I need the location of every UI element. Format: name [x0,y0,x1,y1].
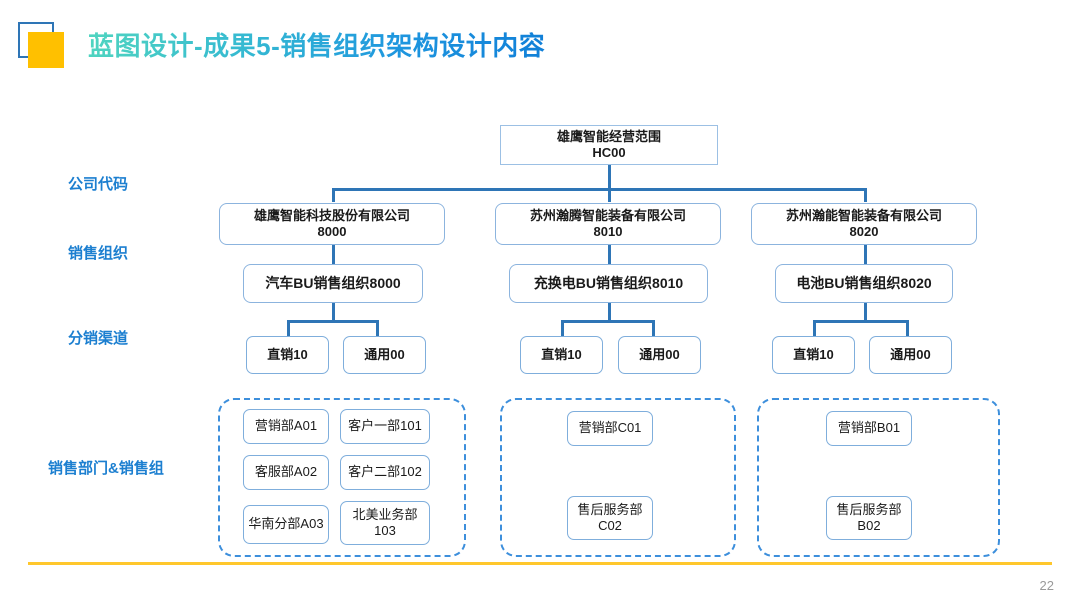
connector-root-span [332,188,867,191]
dashed-group-b [757,398,1000,557]
node-channel-direct-3[interactable]: 直销10 [772,336,855,374]
node-line1: 华南分部A03 [248,516,324,532]
node-line1: 客服部A02 [254,464,318,480]
node-line2: 103 [374,523,396,538]
connector-company3-to-salesorg3 [864,243,867,266]
connector-salesorg3-span [813,320,909,323]
node-salesorg-8010[interactable]: 充换电BU销售组织8010 [509,264,708,303]
node-line1: 雄鹰智能经营范围 [556,128,661,144]
dashed-group-c [500,398,736,557]
node-line2: 8000 [317,224,347,239]
node-line1: 客户二部102 [348,464,422,480]
node-label: 通用00 [890,346,931,362]
connector-root-down [608,164,611,190]
node-line2: 8020 [849,224,879,239]
node-line1: 售后服务部 [836,501,902,517]
connector-to-channel-3b [906,320,909,337]
connector-salesorg2-span [561,320,655,323]
footer-divider [28,562,1052,565]
node-channel-direct-1[interactable]: 直销10 [246,336,329,374]
node-line1: 北美业务部 [352,506,418,522]
node-salesorg-8020[interactable]: 电池BU销售组织8020 [775,264,953,303]
node-line1: 苏州瀚能智能装备有限公司 [785,207,942,223]
node-label: 汽车BU销售组织8000 [265,274,401,291]
connector-company1-to-salesorg1 [332,243,335,266]
node-line1: 营销部B01 [837,420,901,436]
node-channel-general-2[interactable]: 通用00 [618,336,701,374]
connector-to-company-3 [864,188,867,202]
node-dept-c02[interactable]: 售后服务部 C02 [567,496,653,540]
node-channel-general-1[interactable]: 通用00 [343,336,426,374]
node-label: 充换电BU销售组织8010 [533,274,684,291]
connector-salesorg2-down [608,301,611,322]
node-label: 直销10 [541,346,582,362]
node-channel-direct-2[interactable]: 直销10 [520,336,603,374]
connector-to-channel-1b [376,320,379,337]
node-label: 通用00 [639,346,680,362]
node-line2: 8010 [593,224,623,239]
connector-to-channel-1a [287,320,290,337]
connector-salesorg3-down [864,301,867,322]
node-dept-b01[interactable]: 营销部B01 [826,411,912,446]
node-line1: 营销部C01 [578,420,642,436]
row-label-sales-dept-group: 销售部门&销售组 [48,460,164,477]
node-label: 电池BU销售组织8020 [796,274,932,291]
row-label-distribution-channel: 分销渠道 [68,330,129,347]
connector-to-channel-3a [813,320,816,337]
node-salesorg-8000[interactable]: 汽车BU销售组织8000 [243,264,423,303]
node-dept-a01[interactable]: 营销部A01 [243,409,329,444]
node-dept-c01[interactable]: 营销部C01 [567,411,653,446]
dashed-group-a [218,398,466,557]
node-line1: 售后服务部 [577,501,643,517]
node-dept-a02[interactable]: 客服部A02 [243,455,329,490]
node-line2: B02 [857,518,881,533]
logo-filled-square [28,32,64,68]
node-label: 直销10 [793,346,834,362]
node-dept-a03[interactable]: 华南分部A03 [243,505,329,544]
node-business-scope-root[interactable]: 雄鹰智能经营范围 HC00 [500,125,718,165]
slide-logo-mark [18,22,64,68]
node-line1: 苏州瀚腾智能装备有限公司 [529,207,686,223]
node-dept-102[interactable]: 客户二部102 [340,455,430,490]
connector-salesorg1-span [287,320,379,323]
row-label-company-code: 公司代码 [68,176,129,193]
node-channel-general-3[interactable]: 通用00 [869,336,952,374]
node-line1: 营销部A01 [254,418,318,434]
node-dept-b02[interactable]: 售后服务部 B02 [826,496,912,540]
page-title: 蓝图设计-成果5-销售组织架构设计内容 [88,26,545,63]
node-label: 通用00 [364,346,405,362]
row-label-sales-org: 销售组织 [68,245,129,262]
connector-salesorg1-down [332,301,335,322]
connector-company2-to-salesorg2 [608,243,611,266]
node-line2: HC00 [592,145,626,160]
connector-to-channel-2b [652,320,655,337]
node-line1: 客户一部101 [348,418,422,434]
node-company-8020[interactable]: 苏州瀚能智能装备有限公司 8020 [751,203,977,245]
connector-to-company-2 [608,188,611,202]
page-number: 22 [1039,578,1054,593]
node-dept-103[interactable]: 北美业务部 103 [340,501,430,545]
node-line2: C02 [598,518,622,533]
connector-to-company-1 [332,188,335,202]
node-dept-101[interactable]: 客户一部101 [340,409,430,444]
connector-to-channel-2a [561,320,564,337]
node-label: 直销10 [267,346,308,362]
node-company-8010[interactable]: 苏州瀚腾智能装备有限公司 8010 [495,203,721,245]
node-line1: 雄鹰智能科技股份有限公司 [253,207,410,223]
node-company-8000[interactable]: 雄鹰智能科技股份有限公司 8000 [219,203,445,245]
